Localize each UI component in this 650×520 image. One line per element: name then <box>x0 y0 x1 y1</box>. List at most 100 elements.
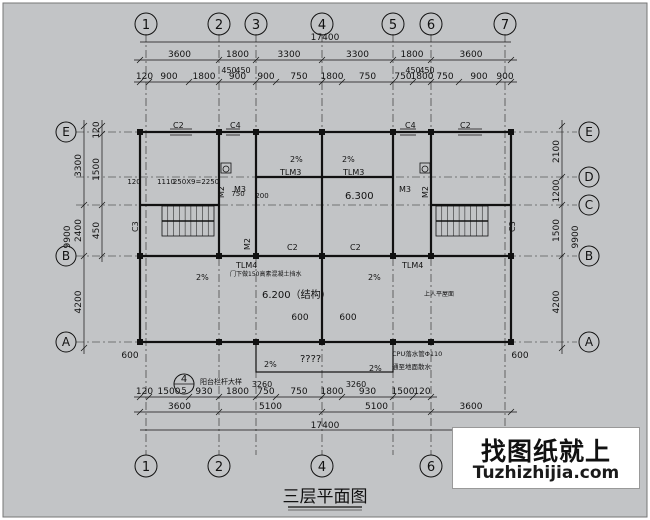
dim-value: 4200 <box>552 290 562 313</box>
dim-value: 750 <box>436 72 453 82</box>
dim-tick <box>558 122 566 130</box>
grid-label: E <box>585 125 593 139</box>
door-tlm3-right: TLM3 <box>342 168 364 177</box>
window-c2-mid-right: C2 <box>350 243 361 252</box>
dim-value: 3600 <box>168 50 191 60</box>
dim-value: 120 <box>413 387 430 397</box>
dim-tick <box>338 78 346 86</box>
column <box>428 253 434 259</box>
column <box>319 253 325 259</box>
column <box>137 339 143 345</box>
watermark-box: 找图纸就上 Tuzhizhijia.com <box>452 427 640 489</box>
grid-label: A <box>62 335 71 349</box>
dim-tick <box>215 408 223 416</box>
dim-value: 3260 <box>252 380 272 389</box>
dim-tick <box>136 78 144 86</box>
detail-label: 阳台栏杆大样 <box>200 377 242 386</box>
dim-tick <box>409 78 417 86</box>
column <box>216 129 222 135</box>
grid-bubble <box>493 12 517 36</box>
dim-value: 600 <box>339 313 356 323</box>
dim-value: 450 <box>405 66 420 75</box>
column <box>508 129 514 135</box>
grid-bubble <box>419 12 443 36</box>
grid-bubble <box>578 194 600 216</box>
dim-value: 900 <box>257 72 274 82</box>
column <box>508 253 514 259</box>
note-unknown: ???? <box>300 354 321 365</box>
door-m2-c: M2 <box>421 186 430 198</box>
window-c3-left: C3 <box>131 221 140 232</box>
dim-value: 1800 <box>321 72 344 82</box>
dim-tick <box>558 344 566 352</box>
dim-value: 3600 <box>460 50 483 60</box>
slope-5: 2% <box>264 360 277 369</box>
dim-tick <box>409 393 417 401</box>
detail-bubble: 4 5 <box>173 373 195 395</box>
grid-label: 2 <box>215 460 223 475</box>
dim-tick <box>507 408 515 416</box>
dim-tick <box>215 78 223 86</box>
grid-bubble <box>419 454 443 478</box>
slope-2: 2% <box>342 155 355 164</box>
window-c2-right: C2 <box>460 121 471 130</box>
grid-bubble <box>578 331 600 353</box>
dim-value: 1800 <box>226 50 249 60</box>
dim-left-total: 9900 <box>63 225 73 248</box>
dim-value: 900 <box>229 72 246 82</box>
column <box>137 253 143 259</box>
column <box>253 129 259 135</box>
column <box>390 253 396 259</box>
dim-tick <box>80 252 88 260</box>
dim-tick <box>389 393 397 401</box>
grid-bubble <box>134 12 158 36</box>
dim-value: 1800 <box>193 72 216 82</box>
dim-tick <box>136 393 144 401</box>
dim-value: 3260 <box>346 380 366 389</box>
dim-tick <box>98 252 106 260</box>
grid-bubble <box>134 454 158 478</box>
dim-tick <box>558 201 566 209</box>
dim-tick <box>98 201 106 209</box>
dim-value: 930 <box>359 387 376 397</box>
grid-bubble <box>55 245 77 267</box>
dim-value: 5100 <box>365 402 388 412</box>
grid-label: 5 <box>389 18 397 33</box>
grid-label: 2 <box>215 18 223 33</box>
dim-value: 120 <box>127 178 140 186</box>
dim-tick <box>495 78 503 86</box>
dim-value: 750 <box>290 387 307 397</box>
dim-value: 1800 <box>321 387 344 397</box>
dim-tick <box>80 344 88 352</box>
column <box>216 339 222 345</box>
dim-overall-bottom-value: 17400 <box>311 421 340 431</box>
door-tlm3-left: TLM3 <box>279 168 301 177</box>
dim-value: 4200 <box>74 290 84 313</box>
grid-label: C <box>585 198 593 212</box>
grid-label: 6 <box>427 460 435 475</box>
dim-value: 5100 <box>259 402 282 412</box>
grid-bubble <box>578 245 600 267</box>
dim-tick <box>389 56 397 64</box>
dim-tick <box>318 78 326 86</box>
dim-tick <box>185 393 193 401</box>
slope-4: 2% <box>368 273 381 282</box>
dim-value: 3300 <box>346 50 369 60</box>
dim-value: 450 <box>221 66 236 75</box>
grid-label: E <box>62 125 70 139</box>
grid-label: A <box>585 335 594 349</box>
dim-value: 1800 <box>401 50 424 60</box>
dim-value: 750 <box>290 72 307 82</box>
grid-label: 4 <box>318 18 326 33</box>
column <box>319 339 325 345</box>
dim-value: 1500 <box>392 387 415 397</box>
column <box>390 339 396 345</box>
grid-label: D <box>584 170 593 184</box>
window-c3-right: C3 <box>508 221 517 232</box>
dim-value: 930 <box>195 387 212 397</box>
slope-1: 2% <box>290 155 303 164</box>
dim-tick <box>507 78 515 86</box>
grid-label: 7 <box>501 18 509 33</box>
door-tlm4-right: TLM4 <box>401 261 423 270</box>
